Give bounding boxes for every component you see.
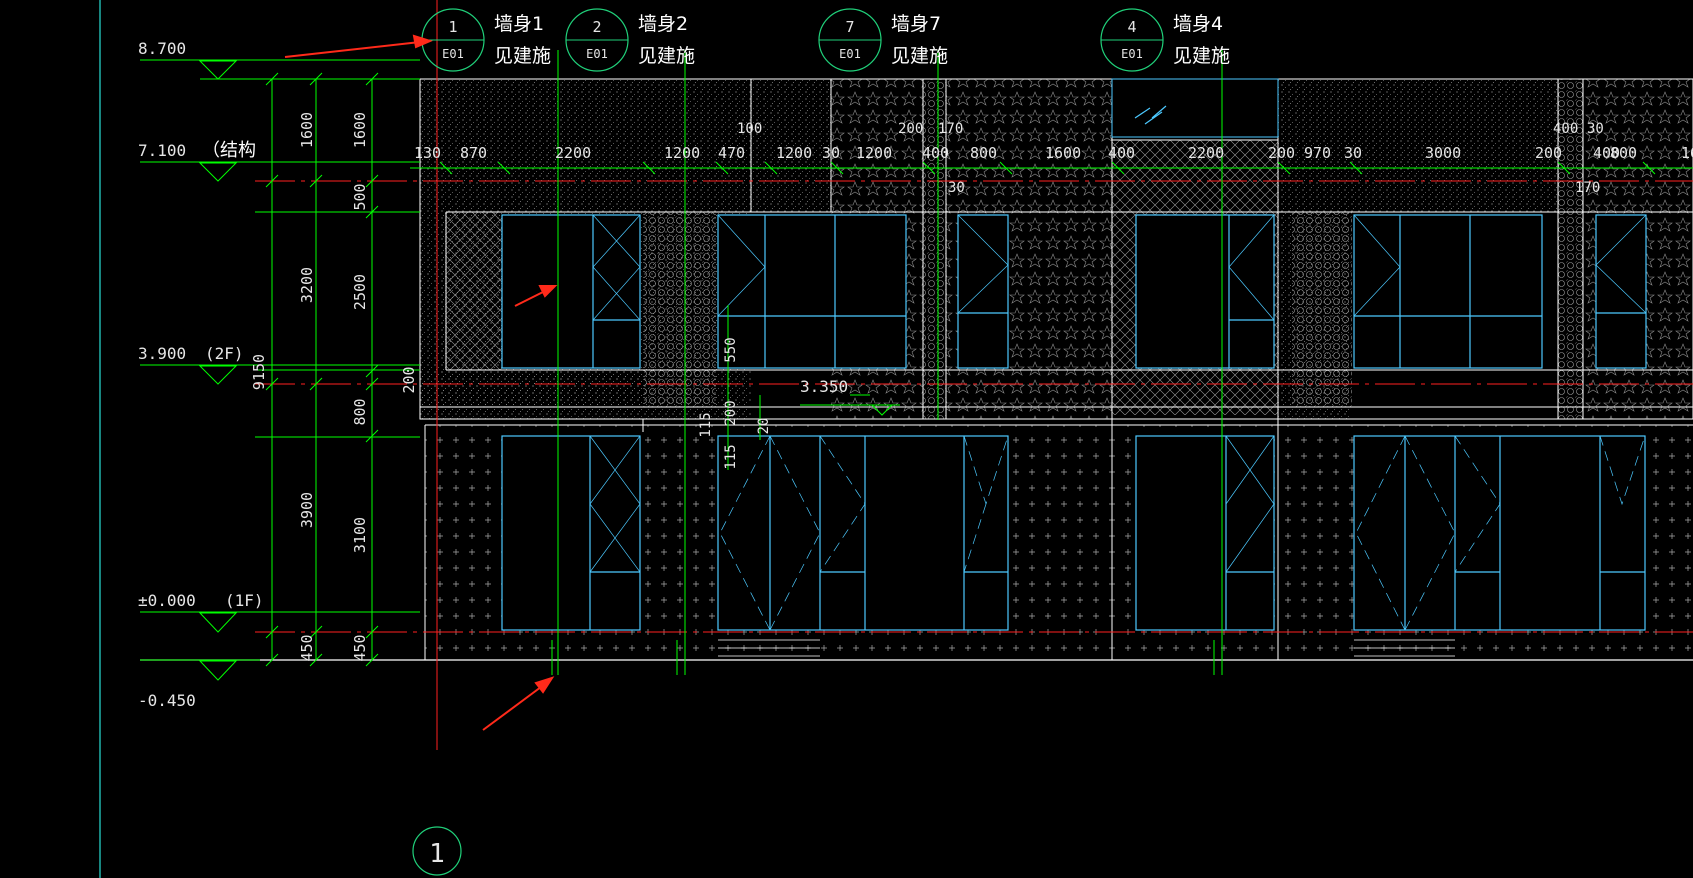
level-name-structure: （结构 xyxy=(202,140,256,161)
dim-horizontal: 800 xyxy=(1610,144,1637,162)
entrance-steps xyxy=(718,639,1455,657)
dim-horizontal: 970 xyxy=(1304,144,1331,162)
dim-overall-9150: 9150 xyxy=(250,354,268,390)
dim-horizontal: 870 xyxy=(460,144,487,162)
dim-outer-3900: 3900 xyxy=(298,492,316,528)
dim-inner-1600: 1600 xyxy=(351,112,369,148)
section-tag-number: 7 xyxy=(845,18,854,36)
level-elev-000: ±0.000 xyxy=(138,591,196,610)
dim-v-115a: 115 xyxy=(698,412,714,437)
section-tag-title: 墙身7 xyxy=(891,13,941,35)
dim-horizontal: 1600 xyxy=(1045,144,1081,162)
section-tag-note: 见建施 xyxy=(494,45,551,67)
dim-horizontal: 1200 xyxy=(776,144,812,162)
dimension-lines xyxy=(140,50,1693,681)
dim-horizontal: 2200 xyxy=(1188,144,1224,162)
dim-inner-3100: 3100 xyxy=(351,517,369,553)
dim-horizontal: 16 xyxy=(1681,144,1693,162)
section-tag-sheet: E01 xyxy=(442,47,464,61)
dim-horizontal: 200 xyxy=(1535,144,1562,162)
dim-horizontal: 130 xyxy=(414,144,441,162)
level-elev-minus-450: -0.450 xyxy=(138,691,196,710)
dim-inner-450: 450 xyxy=(351,634,369,661)
level-elev-8700: 8.700 xyxy=(138,39,186,58)
dim-horizontal: 400 xyxy=(1593,144,1620,162)
section-tag-sheet: E01 xyxy=(1121,47,1143,61)
section-tag-title: 墙身4 xyxy=(1173,13,1223,35)
level-elev-7100: 7.100 xyxy=(138,141,186,160)
dim-upper-170b: 170 xyxy=(1575,180,1600,196)
dim-upper-30: 30 xyxy=(948,180,965,196)
dim-horizontal: 30 xyxy=(1344,144,1362,162)
dim-outer-1600: 1600 xyxy=(298,112,316,148)
dim-inner-2500: 2500 xyxy=(351,274,369,310)
dim-upper-30b: 30 xyxy=(1587,121,1604,137)
dim-v-20: 20 xyxy=(756,418,772,435)
dim-horizontal: 1200 xyxy=(856,144,892,162)
dim-upper-400: 400 xyxy=(1553,121,1578,137)
facade-outlines xyxy=(419,78,1693,660)
level-mark-3350: 3.350 xyxy=(800,377,848,396)
section-tag-number: 4 xyxy=(1127,18,1136,36)
dim-horizontal: 800 xyxy=(970,144,997,162)
dim-upper-170: 170 xyxy=(938,121,963,137)
section-tag-title: 墙身1 xyxy=(494,13,544,35)
dim-horizontal: 30 xyxy=(822,144,840,162)
windows xyxy=(501,214,1647,631)
dim-inner-800: 800 xyxy=(351,398,369,425)
vertical-small-dimension-text: 550 115 200 20 115 xyxy=(698,337,772,469)
dim-inner-200: 200 xyxy=(400,366,418,393)
dim-horizontal: 2200 xyxy=(555,144,591,162)
section-tag-sheet: E01 xyxy=(839,47,861,61)
grid-bubble-label: 1 xyxy=(429,839,445,869)
dim-horizontal: 1200 xyxy=(664,144,700,162)
left-dimension-text: 1600 3200 3900 450 9150 1600 500 2500 20… xyxy=(250,112,418,662)
dim-upper-200: 200 xyxy=(898,121,923,137)
section-tag-note: 见建施 xyxy=(638,45,695,67)
red-reference-lines xyxy=(255,0,1693,750)
annotation-arrows xyxy=(284,34,558,731)
dim-inner-500: 500 xyxy=(351,183,369,210)
level-labels: 8.700 7.100 （结构 3.900 (2F) ±0.000 (1F) -… xyxy=(138,39,264,710)
section-tag-title: 墙身2 xyxy=(638,13,688,35)
glass-panel xyxy=(1111,78,1279,138)
grid-bubble xyxy=(412,826,462,876)
dim-v-200: 200 xyxy=(723,400,739,425)
section-tag-note: 见建施 xyxy=(891,45,948,67)
dim-upper-100: 100 xyxy=(737,121,762,137)
dim-outer-450: 450 xyxy=(298,634,316,661)
dim-horizontal: 200 xyxy=(1268,144,1295,162)
upper-dimension-text: 100 200 170 30 400 30 170 xyxy=(737,121,1604,196)
dim-horizontal: 400 xyxy=(1108,144,1135,162)
glass-hatch xyxy=(1134,105,1167,125)
section-tag-note: 见建施 xyxy=(1173,45,1230,67)
level-name-1f: (1F) xyxy=(225,591,264,610)
dim-horizontal: 470 xyxy=(718,144,745,162)
section-tag-number: 2 xyxy=(592,18,601,36)
level-name-2f: (2F) xyxy=(205,344,244,363)
dim-horizontal: 3000 xyxy=(1425,144,1461,162)
section-tag-number: 1 xyxy=(448,18,457,36)
dim-v-550: 550 xyxy=(723,337,739,362)
dim-v-115b: 115 xyxy=(723,444,739,469)
dim-horizontal: 400 xyxy=(922,144,949,162)
dim-outer-3200: 3200 xyxy=(298,267,316,303)
section-tag-sheet: E01 xyxy=(586,47,608,61)
level-elev-3900: 3.900 xyxy=(138,344,186,363)
